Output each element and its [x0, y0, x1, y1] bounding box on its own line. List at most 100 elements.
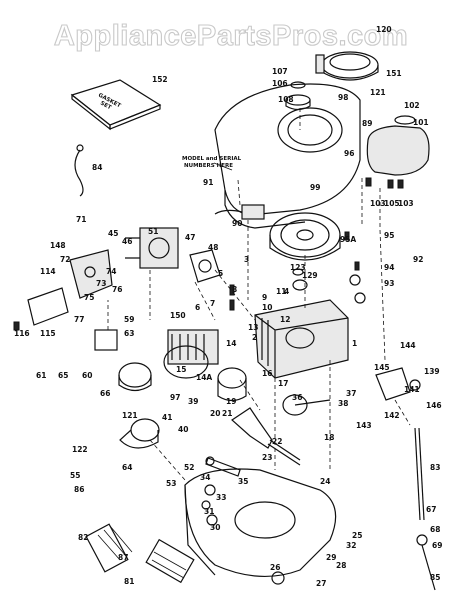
- part-number-label: 59: [124, 315, 134, 324]
- part-number-label: 28: [336, 561, 346, 570]
- piston: [217, 367, 247, 402]
- part-number-label: 84: [92, 163, 102, 172]
- part-number-label: 15: [176, 365, 186, 374]
- air-filter-housing: [94, 329, 152, 392]
- part-number-label: 41: [162, 413, 172, 422]
- part-number-label: 32: [346, 541, 356, 550]
- part-number-label: 90: [232, 219, 242, 228]
- part-number-label: 48: [208, 243, 218, 252]
- part-number-label: 151: [386, 69, 402, 78]
- part-number-label: 122: [72, 445, 88, 454]
- part-number-label: 76: [112, 285, 122, 294]
- part-number-label: 105: [384, 199, 400, 208]
- part-number-label: 9: [262, 293, 267, 302]
- camshaft: [282, 394, 331, 416]
- gasket-set-booklet: GASKET SET: [70, 79, 162, 131]
- part-number-label: 75: [84, 293, 94, 302]
- part-number-label: 82: [78, 533, 88, 542]
- part-number-label: 139: [424, 367, 440, 376]
- head-gasket: [163, 345, 209, 379]
- part-number-label: 36: [292, 393, 302, 402]
- part-number-label: 25: [352, 531, 362, 540]
- part-number-label: 13: [248, 323, 258, 332]
- part-number-label: 74: [106, 267, 116, 276]
- connecting-rod: [205, 456, 241, 477]
- part-number-label: 114: [40, 267, 56, 276]
- part-number-label: 29: [326, 553, 336, 562]
- part-number-label: 77: [74, 315, 84, 324]
- part-number-label: 5: [218, 269, 223, 278]
- part-number-label: 107: [272, 67, 288, 76]
- air-filter-element: [85, 523, 195, 584]
- part-number-label: 93: [384, 279, 394, 288]
- part-number-label: 68: [430, 525, 440, 534]
- part-number-label: 37: [346, 389, 356, 398]
- model-note-line1: MODEL and SERIAL: [182, 156, 242, 162]
- part-number-label: 52: [184, 463, 194, 472]
- part-number-label: 83: [430, 463, 440, 472]
- part-number-label: 16: [262, 369, 272, 378]
- part-number-label: 116: [14, 329, 30, 338]
- part-number-label: 21: [222, 409, 232, 418]
- part-number-label: 8: [232, 285, 237, 294]
- part-number-label: 115: [40, 329, 56, 338]
- part-number-label: 94: [384, 263, 394, 272]
- part-number-label: 152: [152, 75, 168, 84]
- part-number-label: 40: [178, 425, 188, 434]
- part-number-label: 14A: [196, 373, 212, 382]
- part-number-label: 150: [170, 311, 186, 320]
- part-number-label: 148: [50, 241, 66, 250]
- part-number-label: 98: [338, 93, 348, 102]
- part-number-label: 71: [76, 215, 86, 224]
- part-number-label: 38: [338, 399, 348, 408]
- part-number-label: 51: [148, 227, 158, 236]
- part-number-label: 47: [185, 233, 195, 242]
- part-number-label: 53: [166, 479, 176, 488]
- crankcase-cover: [184, 468, 337, 577]
- part-number-label: 7: [210, 299, 215, 308]
- part-number-label: 86: [74, 485, 84, 494]
- part-number-label: 26: [270, 563, 280, 572]
- part-number-label: 1: [352, 339, 357, 348]
- part-number-label: 17: [278, 379, 288, 388]
- part-number-label: 121: [370, 88, 386, 97]
- part-number-label: 101: [413, 118, 429, 127]
- part-number-label: 55: [70, 471, 80, 480]
- starter-cup: [285, 81, 311, 111]
- cylinder-block: [254, 299, 349, 379]
- part-number-label: 92: [413, 255, 423, 264]
- part-number-label: 129: [302, 271, 318, 280]
- part-number-label: 39: [188, 397, 198, 406]
- control-plate: [13, 287, 69, 331]
- part-number-label: 67: [426, 505, 436, 514]
- part-number-label: 66: [100, 389, 110, 398]
- part-number-label: 108: [278, 95, 294, 104]
- part-number-label: 95A: [340, 235, 356, 244]
- part-number-label: 141: [404, 385, 420, 394]
- part-number-label: 65: [58, 371, 68, 380]
- part-number-label: 24: [320, 477, 330, 486]
- part-number-label: 143: [356, 421, 372, 430]
- part-number-label: 33: [216, 493, 226, 502]
- flywheel: [269, 212, 341, 261]
- part-number-label: 72: [60, 255, 70, 264]
- part-number-label: 10: [262, 303, 272, 312]
- part-number-label: 96: [344, 149, 354, 158]
- part-number-label: 31: [204, 507, 214, 516]
- part-number-label: 145: [374, 363, 390, 372]
- part-number-label: 46: [122, 237, 132, 246]
- small-hardware: [201, 231, 366, 585]
- part-number-label: 30: [210, 523, 220, 532]
- part-number-label: 81: [124, 577, 134, 586]
- part-number-label: 4: [284, 287, 289, 296]
- part-number-label: 18: [324, 433, 334, 442]
- fuel-tank: [365, 115, 430, 189]
- part-number-label: 102: [404, 101, 420, 110]
- part-number-label: 85: [430, 573, 440, 582]
- part-number-label: 99: [310, 183, 320, 192]
- part-number-label: 123: [290, 263, 306, 272]
- part-number-label: 22: [272, 437, 282, 446]
- part-number-label: 144: [400, 341, 416, 350]
